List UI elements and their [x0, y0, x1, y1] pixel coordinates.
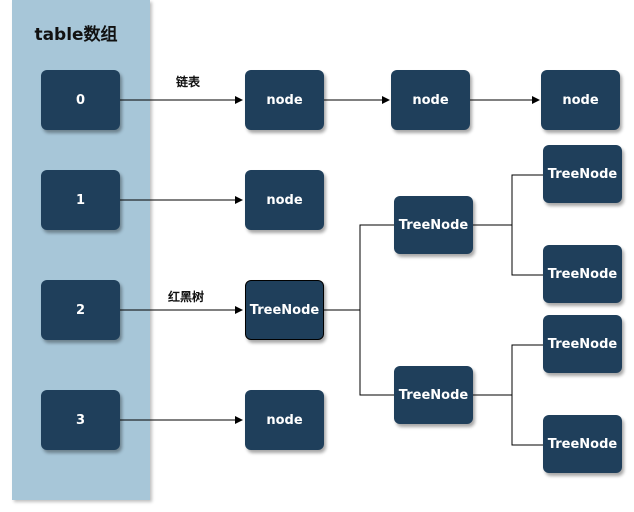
- treenode-lower: TreeNode: [394, 366, 473, 424]
- table-index-1: 1: [41, 170, 120, 230]
- node-row0-3: node: [541, 70, 620, 130]
- edge-root-children-lower: [359, 310, 394, 396]
- linked-list-label: 链表: [176, 75, 201, 89]
- treenode-leaf-4: TreeNode: [543, 415, 622, 473]
- node-row0-1: node: [245, 70, 324, 130]
- table-index-2: 2: [41, 280, 120, 340]
- table-array-title: table数组: [34, 25, 118, 45]
- node-row0-2: node: [391, 70, 470, 130]
- edge-root-children: [324, 224, 394, 311]
- node-row3: node: [245, 390, 324, 450]
- treenode-leaf-3: TreeNode: [543, 315, 622, 373]
- treenode-upper: TreeNode: [394, 196, 473, 254]
- node-row1: node: [245, 170, 324, 230]
- edge-lower-subtree-lower: [511, 395, 543, 446]
- edge-lower-subtree: [473, 344, 543, 396]
- red-black-tree-label: 红黑树: [168, 290, 205, 304]
- table-index-3: 3: [41, 390, 120, 450]
- edge-upper-subtree-lower: [511, 225, 543, 276]
- edge-upper-subtree: [473, 174, 543, 226]
- treenode-root: TreeNode: [245, 280, 324, 340]
- table-index-0: 0: [41, 70, 120, 130]
- treenode-leaf-1: TreeNode: [543, 145, 622, 203]
- treenode-leaf-2: TreeNode: [543, 245, 622, 303]
